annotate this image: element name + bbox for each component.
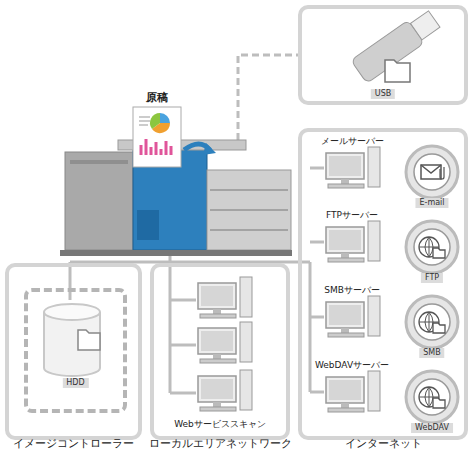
printer: [60, 107, 292, 256]
service-node: E-mail: [403, 143, 461, 211]
service-node: FTP: [403, 218, 461, 286]
region-box: HDD: [24, 288, 127, 413]
region-box: インターネットE-mailFTPSMBWebDAV: [298, 128, 468, 440]
server-label: FTPサーバー: [326, 210, 378, 221]
name-plate: USB: [371, 89, 395, 99]
region-box: イメージコントローラーHDD: [5, 263, 142, 440]
server-label: WebDAVサーバー: [315, 360, 389, 371]
region-heading: インターネット: [345, 437, 422, 450]
region-heading: イメージコントローラー: [13, 437, 134, 450]
service-node: WebDAV: [403, 368, 461, 436]
region-caption: Webサービススキャン: [174, 419, 266, 430]
hdd-cylinder: [44, 304, 100, 376]
region-heading: ローカルエリアネットワーク: [149, 437, 292, 450]
document-label: 原稿: [146, 91, 168, 104]
usb-stick: [351, 8, 442, 84]
name-plate: HDD: [62, 378, 88, 388]
name-plate: E-mail: [415, 198, 448, 208]
usb-link: [238, 55, 298, 140]
name-plate: FTP: [421, 273, 443, 283]
region-box: USB: [298, 5, 468, 105]
server-label: メールサーバー: [321, 136, 384, 147]
region-box: ローカルエリアネットワークWebサービススキャン: [150, 263, 290, 440]
name-plate: WebDAV: [411, 423, 453, 433]
service-node: SMB: [403, 293, 461, 361]
server-label: SMBサーバー: [324, 285, 380, 296]
name-plate: SMB: [419, 348, 444, 358]
